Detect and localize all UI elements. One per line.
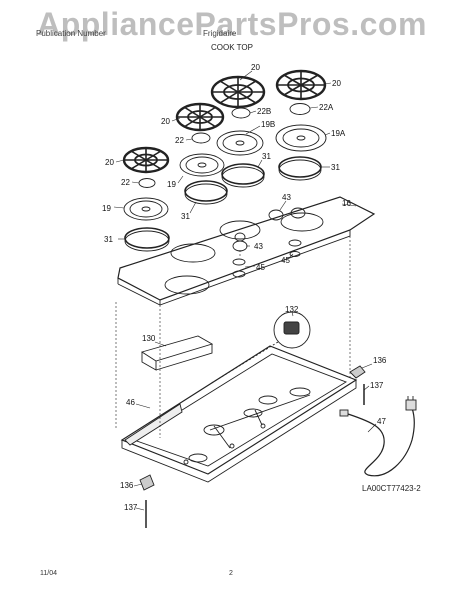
callout-ring-31: 31	[262, 152, 271, 161]
callout-burner-19: 19	[102, 204, 111, 213]
callout-grate: 20	[251, 63, 260, 72]
callout-ring-31: 31	[104, 235, 113, 244]
header-brand: Frigidaire	[203, 29, 237, 38]
callout-part-136: 136	[373, 356, 387, 365]
callout-burner-19a: 19A	[331, 129, 346, 138]
section-title: COOK TOP	[211, 43, 253, 52]
callout-part-136: 136	[120, 481, 134, 490]
callout-knob-43: 43	[282, 193, 291, 202]
grate-far-left	[122, 146, 170, 174]
footer-date: 11/04	[40, 570, 57, 577]
callout-cap-22: 22	[175, 136, 184, 145]
callout-ring-31: 31	[331, 163, 340, 172]
callout-part-132: 132	[285, 305, 299, 314]
callout-screw-137: 137	[124, 503, 138, 512]
grate-top-center	[210, 75, 266, 109]
grate-top-right	[275, 69, 327, 101]
grate-middle-left	[175, 102, 225, 132]
footer-page-number: 2	[229, 570, 233, 577]
callout-knob-43: 43	[254, 242, 263, 251]
callout-burner-19: 19	[167, 180, 176, 189]
callout-grate: 20	[332, 79, 341, 88]
callout-cord-47: 47	[377, 417, 386, 426]
callout-cap-22b: 22B	[257, 107, 271, 116]
watermark-logo: AppliancePartsPros.com	[37, 6, 427, 42]
header-publication: Publication Number	[36, 29, 106, 38]
callout-grate: 20	[161, 117, 170, 126]
callout-seal-45: 45	[281, 256, 290, 265]
callout-grate: 20	[105, 158, 114, 167]
callout-seal-45: 45	[256, 263, 265, 272]
callout-cap-22a: 22A	[319, 103, 334, 112]
callout-screw-137: 137	[370, 381, 384, 390]
callout-cooktop-16: 16	[342, 199, 351, 208]
callout-box-46: 46	[126, 398, 135, 407]
callout-burner-19b: 19B	[261, 120, 275, 129]
callout-cap-22: 22	[121, 178, 130, 187]
callout-bracket-130: 130	[142, 334, 156, 343]
drawing-code: LA00CT77423-2	[362, 484, 421, 493]
callout-ring-31: 31	[181, 212, 190, 221]
